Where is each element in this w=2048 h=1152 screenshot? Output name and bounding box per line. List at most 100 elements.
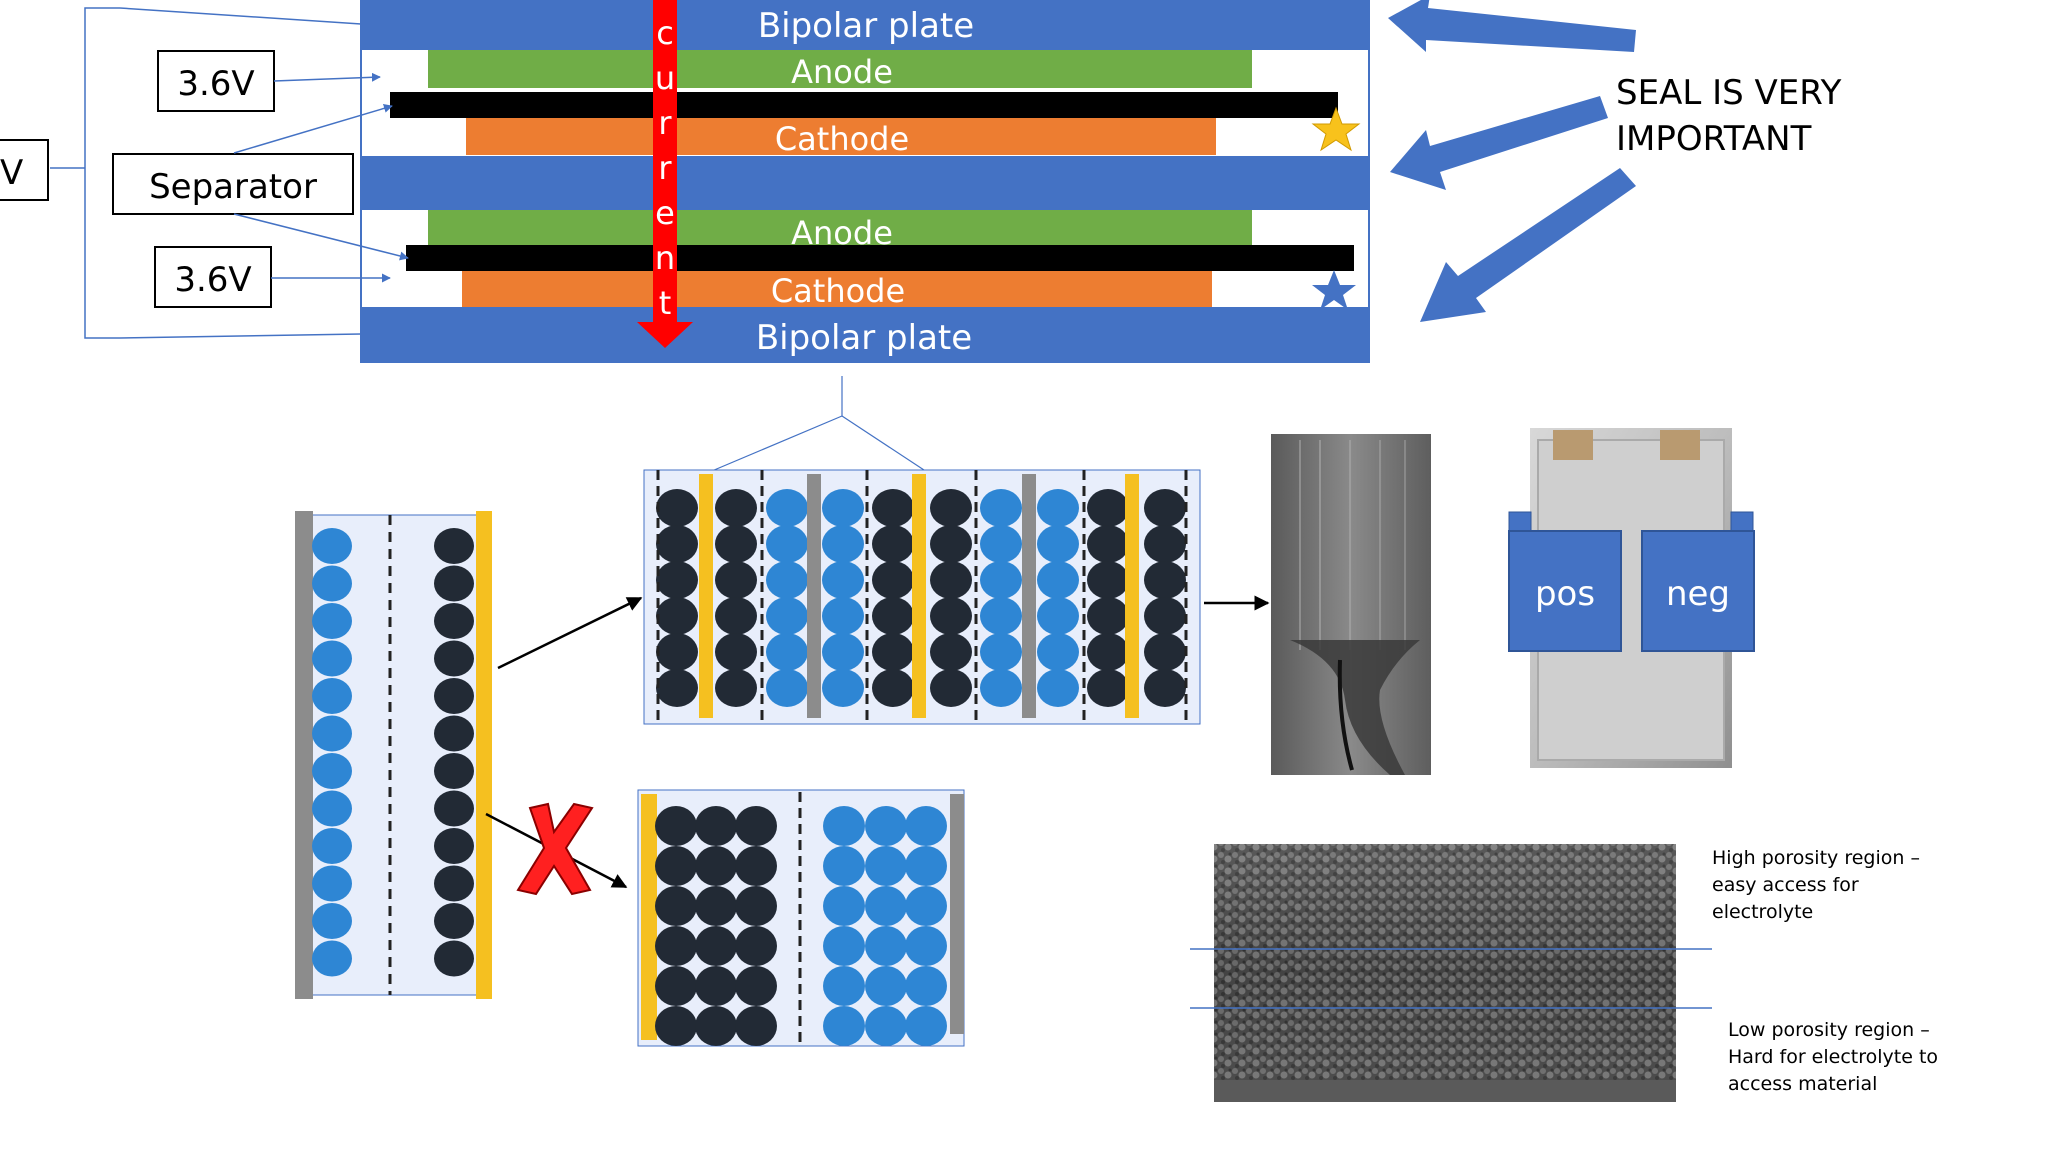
seal-arrow-1 — [1388, 0, 1636, 52]
stacked-particle — [980, 489, 1022, 527]
thick-particle-blue — [865, 886, 907, 926]
single-cell-panel — [295, 511, 492, 999]
porosity-notes: High porosity region – easy access for e… — [1712, 847, 1938, 1095]
stacked-particle — [980, 561, 1022, 599]
active-particle-blue — [312, 565, 352, 602]
stacked-current-collector — [912, 474, 926, 718]
thick-particles — [655, 806, 947, 1046]
stacked-current-collector — [807, 474, 821, 718]
stacked-particle — [715, 633, 757, 671]
current-letter: t — [659, 284, 672, 322]
xray-cell-image — [1271, 434, 1431, 775]
active-particle-dark — [434, 753, 474, 789]
neg-terminal — [1641, 530, 1755, 652]
seal-note-line-2: IMPORTANT — [1616, 119, 1812, 159]
stacked-particle — [1087, 525, 1129, 563]
active-particle-blue — [312, 640, 352, 677]
voltage-labels: V 3.6V Separator 3.6V — [0, 7, 409, 339]
thick-particle-blue — [865, 806, 907, 846]
seal-note-line-1: SEAL IS VERY — [1616, 73, 1842, 113]
current-letter: c — [656, 14, 674, 52]
thick-particle-dark — [695, 886, 737, 926]
stacked-electrode-panel — [643, 469, 1201, 725]
high-porosity-note-1: High porosity region – — [1712, 847, 1920, 869]
thick-particle-dark — [655, 886, 697, 926]
cathode-layer-1 — [466, 118, 1216, 155]
stacked-particle — [1087, 669, 1129, 707]
stacked-particle — [1037, 489, 1079, 527]
stacked-particle — [1037, 561, 1079, 599]
stacked-particle — [1087, 561, 1129, 599]
active-particle-blue — [312, 528, 352, 564]
thick-electrode-panel — [637, 789, 965, 1047]
stacked-particle — [980, 669, 1022, 707]
active-particle-blue — [312, 790, 352, 827]
stacked-particle — [1037, 633, 1079, 671]
stacked-particle — [980, 525, 1022, 563]
stacked-particle — [1087, 489, 1129, 527]
active-particle-blue — [312, 603, 352, 639]
stacked-particle — [822, 633, 864, 671]
current-letter: e — [655, 194, 675, 232]
zoom-callout — [699, 376, 925, 477]
active-particle-dark — [434, 640, 474, 677]
cathode-label-1: Cathode — [775, 120, 909, 158]
stacked-current-collector — [699, 474, 713, 718]
thick-particle-dark — [735, 966, 777, 1006]
active-particle-dark — [434, 603, 474, 639]
stacked-particle — [1037, 525, 1079, 563]
thick-particle-blue — [905, 846, 947, 886]
stacked-particle — [1144, 489, 1186, 527]
anode-label-1: Anode — [791, 53, 893, 91]
active-particle-dark — [434, 903, 474, 939]
stacked-particle — [822, 561, 864, 599]
stacked-particle — [930, 561, 972, 599]
stacked-particle — [656, 633, 698, 671]
total-voltage-box — [0, 139, 49, 201]
thick-particle-dark — [695, 806, 737, 846]
thick-particle-dark — [655, 926, 697, 966]
current-letter: u — [655, 59, 675, 97]
cathode-label-2: Cathode — [771, 272, 905, 310]
stacked-particle — [822, 669, 864, 707]
thick-particle-dark — [735, 846, 777, 886]
stacked-particles — [656, 470, 1188, 722]
stacked-particle — [715, 669, 757, 707]
stacked-particle — [766, 561, 808, 599]
stacked-current-collector — [1022, 474, 1036, 718]
active-particle-blue — [312, 715, 352, 752]
pos-label: pos — [1535, 574, 1595, 614]
bipolar-plate-top — [361, 0, 1369, 50]
anode-layer-2 — [428, 210, 1252, 245]
stacked-particle — [656, 489, 698, 527]
thick-collector-yellow — [641, 794, 657, 1040]
seal-arrow-3 — [1420, 168, 1636, 322]
stacked-particle — [1144, 597, 1186, 635]
high-porosity-note-2: easy access for — [1712, 874, 1859, 896]
seal-arrows: SEAL IS VERY IMPORTANT — [1388, 0, 1842, 322]
thick-particle-dark — [655, 966, 697, 1006]
thick-particle-dark — [735, 1006, 777, 1046]
stacked-particle — [766, 633, 808, 671]
active-particle-blue — [312, 865, 352, 902]
arrow-to-stacked — [497, 596, 643, 670]
thick-collector-gray — [950, 794, 964, 1034]
thick-particle-blue — [865, 846, 907, 886]
high-porosity-note-3: electrolyte — [1712, 901, 1813, 923]
stacked-particle — [872, 489, 914, 527]
stacked-particle — [1144, 669, 1186, 707]
stacked-particle — [930, 597, 972, 635]
stacked-particle — [715, 597, 757, 635]
thick-particle-dark — [695, 1006, 737, 1046]
active-particle-dark — [434, 528, 474, 564]
stacked-particle — [1144, 525, 1186, 563]
stacked-particle — [656, 669, 698, 707]
thick-particle-blue — [905, 926, 947, 966]
low-porosity-note-2: Hard for electrolyte to — [1728, 1046, 1938, 1068]
active-particle-dark — [434, 940, 474, 977]
stacked-particle — [656, 597, 698, 635]
active-particle-dark — [434, 828, 474, 864]
active-particle-dark — [434, 790, 474, 827]
